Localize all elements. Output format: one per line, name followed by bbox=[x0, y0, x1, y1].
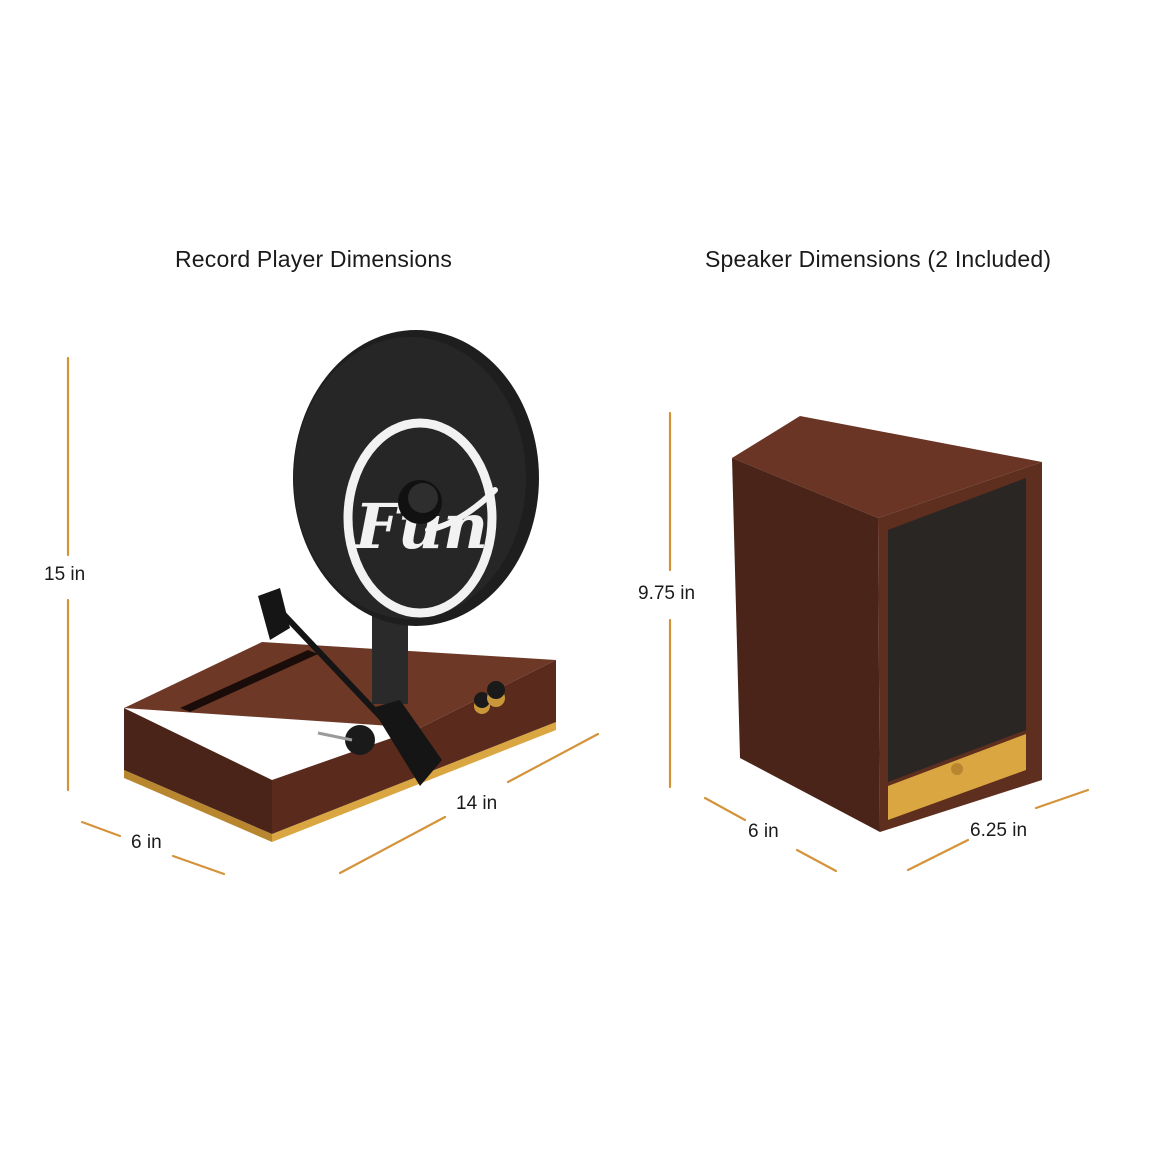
record-player-title: Record Player Dimensions bbox=[175, 246, 453, 272]
speaker-side-face bbox=[732, 458, 880, 832]
rp-vinyl-face bbox=[294, 337, 526, 619]
speaker-grille bbox=[888, 478, 1026, 782]
rp-logo-swash bbox=[425, 487, 498, 533]
speaker-top-face bbox=[732, 416, 1042, 518]
speaker-title: Speaker Dimensions (2 Included) bbox=[705, 246, 1052, 272]
speaker-depth-label: 6 in bbox=[748, 821, 779, 842]
rp-brass-strip-side bbox=[124, 770, 272, 842]
speaker-brass-plate bbox=[888, 734, 1026, 820]
rp-control-knobs bbox=[474, 681, 505, 714]
rp-logo-ring bbox=[343, 418, 497, 618]
speaker-width-label: 6.25 in bbox=[970, 820, 1028, 841]
sp-width-line-left bbox=[906, 838, 970, 872]
rp-width-label: 14 in bbox=[456, 793, 498, 814]
rp-record-slot bbox=[180, 650, 318, 712]
sp-depth-line-left bbox=[703, 796, 747, 822]
rp-height-label: 15 in bbox=[44, 564, 86, 585]
rp-base-side bbox=[124, 708, 272, 834]
rp-knob-right bbox=[487, 681, 505, 699]
rp-brass-strip bbox=[272, 722, 556, 842]
rp-tonearm-headshell bbox=[372, 700, 442, 786]
rp-tonearm bbox=[258, 588, 442, 786]
speaker-height-label: 9.75 in bbox=[638, 583, 696, 604]
rp-depth-line-left bbox=[80, 820, 122, 838]
rp-base-top bbox=[124, 642, 556, 728]
rp-width-line-left bbox=[338, 815, 447, 875]
rp-tonearm-lift-lever bbox=[317, 731, 353, 742]
sp-depth-line-right bbox=[795, 848, 838, 873]
speaker-dimension-lines bbox=[668, 411, 1090, 873]
rp-depth-label: 6 in bbox=[131, 832, 162, 853]
speaker bbox=[732, 416, 1042, 832]
rp-width-line-right bbox=[506, 732, 600, 784]
speaker-badge-icon bbox=[951, 763, 963, 775]
record-player: Fun bbox=[124, 330, 556, 842]
rp-spindle-cap bbox=[408, 483, 438, 513]
rp-depth-line-right bbox=[171, 854, 226, 876]
rp-tonearm-counterweight bbox=[258, 588, 290, 640]
sp-width-line-right bbox=[1034, 788, 1090, 810]
record-player-dimension-lines bbox=[66, 356, 600, 876]
rp-knob-left bbox=[474, 692, 490, 708]
rp-tonearm-pivot bbox=[345, 725, 375, 755]
